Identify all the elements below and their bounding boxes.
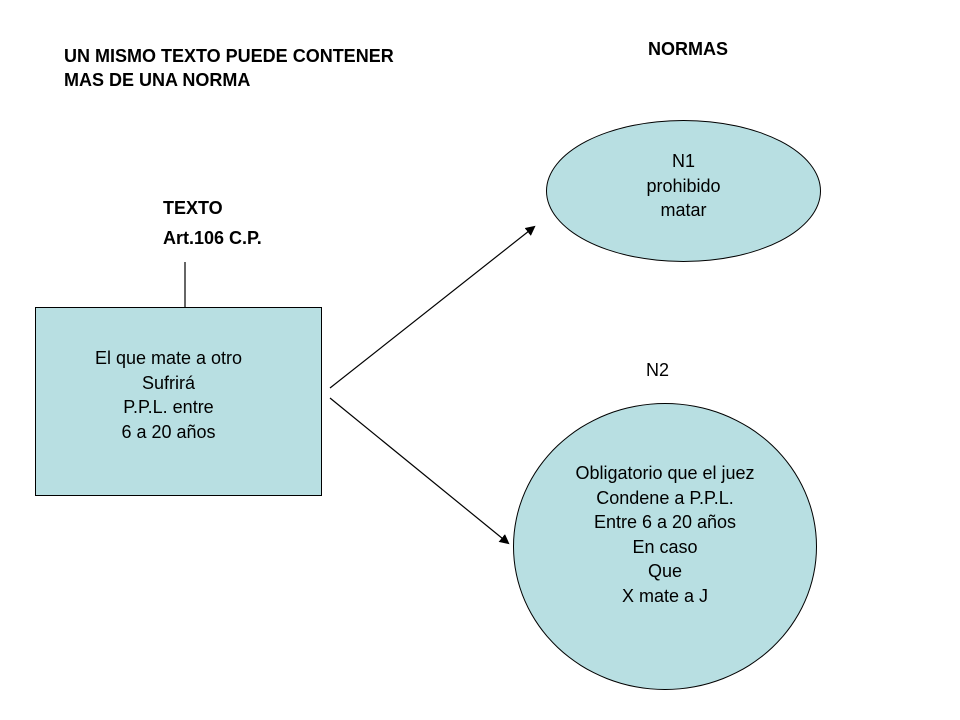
norm-2-circle: Obligatorio que el juez Condene a P.P.L.… — [513, 403, 817, 690]
text-box-line: P.P.L. entre — [123, 397, 214, 417]
norm-2-line: Obligatorio que el juez — [575, 463, 755, 483]
norm-2-line: En caso — [632, 536, 698, 557]
norm-2-line: Entre 6 a 20 años — [593, 512, 737, 532]
slide-title-line-2: MAS DE UNA NORMA — [64, 70, 251, 90]
norm-2-line: X mate a J — [621, 585, 709, 606]
norm-2-label: N2 — [646, 360, 670, 380]
slide-title: UN MISMO TEXTO PUEDE CONTENER MAS DE UNA… — [64, 44, 394, 92]
norm-1-line: matar — [660, 200, 707, 220]
slide-title-line-1: UN MISMO TEXTO PUEDE CONTENER — [64, 46, 394, 66]
text-box-line: 6 a 20 años — [121, 421, 216, 442]
texto-label-line-1: TEXTO — [163, 198, 223, 218]
text-box: El que mate a otro Sufrirá P.P.L. entre … — [35, 307, 322, 496]
norm-1-line: N1 — [671, 151, 695, 171]
text-box-content: El que mate a otro Sufrirá P.P.L. entre … — [26, 346, 311, 444]
norm-2-line: Que — [647, 561, 683, 581]
texto-label-line-2: Art.106 C.P. — [163, 228, 262, 248]
text-box-line: El que mate a otro — [94, 348, 243, 368]
texto-label: TEXTO Art.106 C.P. — [163, 196, 262, 250]
norm-1-content: N1 prohibido matar — [547, 149, 820, 223]
arrow-box-to-n2 — [329, 397, 510, 545]
normas-heading: NORMAS — [648, 39, 728, 59]
norm-1-ellipse: N1 prohibido matar — [546, 120, 821, 262]
norm-1-line: prohibido — [646, 175, 721, 196]
norm-2-content: Obligatorio que el juez Condene a P.P.L.… — [514, 461, 816, 608]
arrow-box-to-n1 — [329, 225, 536, 389]
text-box-line: Sufrirá — [141, 372, 195, 393]
norm-2-line: Condene a P.P.L. — [596, 487, 734, 508]
